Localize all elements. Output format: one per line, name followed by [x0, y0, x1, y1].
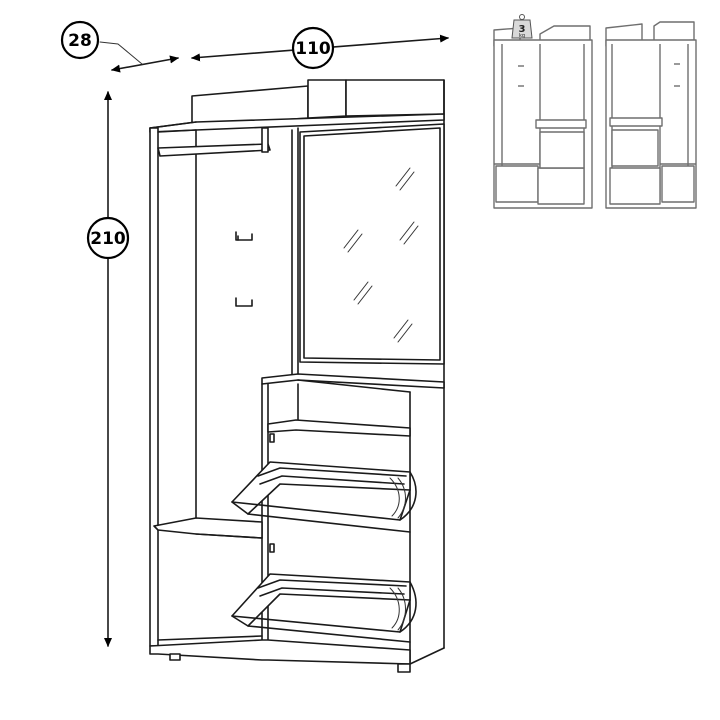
mirror-reflection-marks — [343, 167, 419, 343]
width-value: 110 — [295, 39, 331, 59]
hanging-rail — [157, 143, 271, 157]
base-plinth — [149, 639, 411, 665]
depth-badge — [60, 20, 100, 60]
dimension-width: 110 — [191, 26, 449, 70]
hallway-unit-drawing — [149, 79, 445, 673]
inner-shelf — [267, 419, 411, 437]
weight-value: 3 — [519, 24, 526, 35]
height-badge — [86, 216, 130, 260]
shelf-pin — [269, 433, 275, 443]
left-top-edge — [149, 121, 197, 129]
width-badge — [291, 26, 335, 70]
shoe-cabinet-top-inner — [297, 379, 411, 393]
hook-icon — [235, 297, 253, 307]
drawer-pin — [269, 543, 275, 553]
back-panel-right — [345, 79, 445, 117]
foot-left — [169, 653, 181, 661]
inner-top-edge — [157, 129, 197, 133]
dimension-depth: 28 — [60, 20, 179, 73]
rail-bracket — [261, 127, 269, 153]
thumbnail-left: 3 kg — [493, 14, 593, 209]
depth-arrow — [111, 55, 179, 73]
shoe-drawer-lower — [231, 573, 417, 643]
weight-unit: kg — [519, 33, 525, 39]
weight-badge: 3 kg — [511, 14, 533, 39]
height-value: 210 — [90, 229, 126, 249]
shoe-drawer-upper — [231, 461, 417, 533]
depth-value: 28 — [68, 31, 92, 51]
mirror-glass — [303, 127, 441, 361]
weight-icon — [511, 19, 533, 39]
depth-leader — [99, 41, 143, 65]
left-side-panel — [149, 127, 159, 647]
thumbnail-right — [605, 21, 697, 209]
hook-icon — [235, 231, 253, 241]
dimension-height: 210 — [86, 91, 130, 647]
back-panel-center — [307, 79, 347, 119]
foot-right — [397, 663, 411, 673]
